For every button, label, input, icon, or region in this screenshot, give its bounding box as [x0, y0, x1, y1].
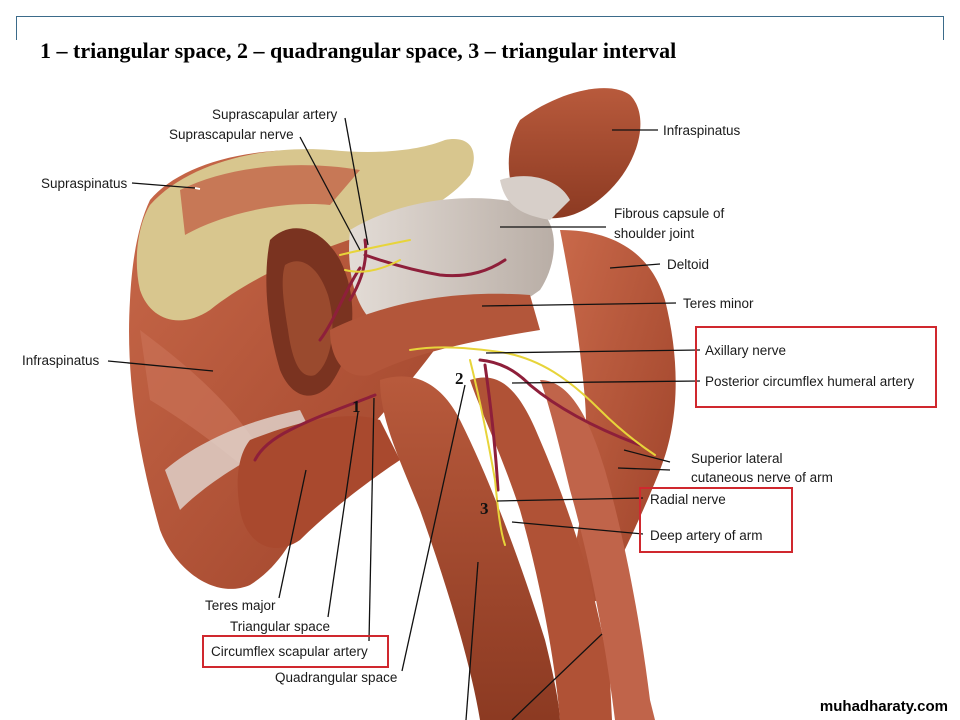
leader-superior-lateral-a	[623, 449, 671, 463]
label-suprascapular-artery: Suprascapular artery	[212, 107, 338, 122]
infraspinatus-upper	[500, 88, 641, 220]
leader-superior-lateral-b	[617, 467, 671, 471]
label-infraspinatus-top: Infraspinatus	[663, 123, 741, 138]
leader-supraspinatus	[131, 182, 196, 189]
triceps-long-head	[380, 376, 612, 720]
slide-right-tick	[943, 16, 944, 40]
slide-title: 1 – triangular space, 2 – quadrangular s…	[40, 38, 677, 63]
leader-triangular-space	[327, 411, 359, 618]
leader-lines	[107, 117, 701, 720]
leader-lower-a	[465, 561, 479, 720]
label-circumflex-scapular-artery: Circumflex scapular artery	[211, 644, 368, 659]
slide-left-tick	[16, 16, 17, 40]
number-2: 2	[455, 369, 464, 388]
label-deltoid: Deltoid	[667, 257, 709, 272]
leader-deep-artery	[511, 521, 644, 535]
nerves	[339, 239, 656, 546]
number-1: 1	[352, 397, 361, 416]
label-fibrous-capsule-2: shoulder joint	[614, 226, 695, 241]
leader-teres-minor	[481, 302, 677, 307]
highlight-box-radial	[639, 487, 793, 553]
watermark: muhadharaty.com	[815, 697, 952, 716]
cut-deltoid-section	[266, 228, 353, 396]
slide-top-rule	[16, 16, 944, 17]
leader-radial-nerve	[496, 497, 644, 502]
label-radial-nerve: Radial nerve	[650, 492, 726, 507]
leader-suprascapular-artery	[344, 117, 369, 246]
leader-posterior-circumflex	[511, 380, 701, 384]
leader-teres-major	[278, 469, 307, 599]
triceps-lateral-head	[540, 380, 655, 720]
leader-circumflex-scapular	[368, 397, 375, 642]
vessels	[253, 238, 642, 492]
label-posterior-circumflex-humeral-artery: Posterior circumflex humeral artery	[705, 374, 915, 389]
label-suprascapular-nerve: Suprascapular nerve	[169, 127, 294, 142]
leader-infraspinatus-left	[107, 360, 214, 372]
label-infraspinatus-left: Infraspinatus	[22, 353, 100, 368]
leader-quadrangular-space	[401, 384, 466, 672]
label-supraspinatus: Supraspinatus	[41, 176, 128, 191]
teres-minor	[330, 293, 540, 376]
label-teres-minor: Teres minor	[683, 296, 754, 311]
leader-suprascapular-nerve	[299, 136, 361, 251]
label-deep-artery-of-arm: Deep artery of arm	[650, 528, 763, 543]
label-triangular-space: Triangular space	[230, 619, 330, 634]
label-quadrangular-space: Quadrangular space	[275, 670, 397, 685]
label-teres-major: Teres major	[205, 598, 276, 613]
leader-axillary-nerve	[485, 349, 701, 354]
number-3: 3	[480, 499, 489, 518]
leader-deltoid	[609, 263, 661, 269]
highlight-box-axillary	[695, 326, 937, 408]
label-fibrous-capsule-1: Fibrous capsule of	[614, 206, 725, 221]
label-superior-lateral-2: cutaneous nerve of arm	[691, 470, 833, 485]
label-axillary-nerve: Axillary nerve	[705, 343, 786, 358]
teres-major	[237, 416, 400, 549]
leader-lower-b	[511, 633, 603, 720]
label-superior-lateral-1: Superior lateral	[691, 451, 783, 466]
highlight-box-circumflex-scapular	[202, 635, 389, 668]
